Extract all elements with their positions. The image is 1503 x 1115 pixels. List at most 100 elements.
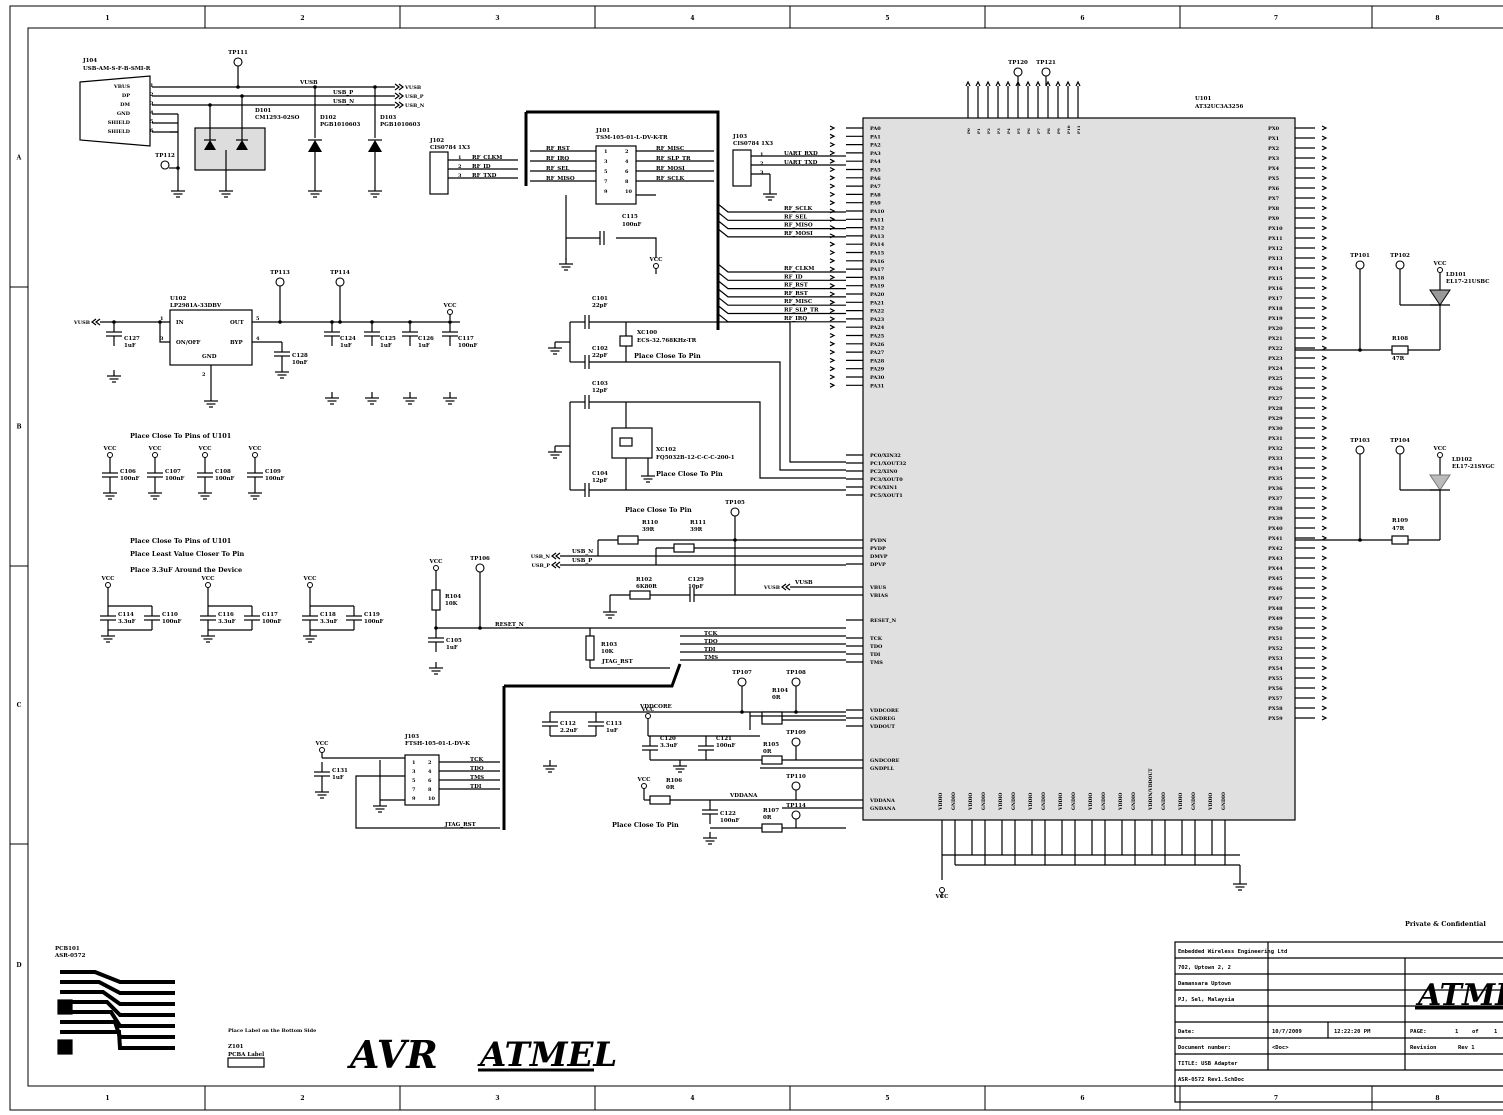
net-label: TMS <box>470 775 484 781</box>
mcu-pin-name: RESET_N <box>870 618 897 624</box>
testpoint-label: TP107 <box>732 670 752 676</box>
bus <box>504 663 682 688</box>
offpage-flag <box>1321 375 1328 381</box>
mcu-pin-name: GNDIO <box>1191 792 1197 810</box>
mcu-pin-name: PX26 <box>1268 386 1283 392</box>
cap-ref: C103 <box>592 381 608 387</box>
mcu-pin-name: PA20 <box>870 292 885 298</box>
wire <box>717 296 846 306</box>
offpage-flag <box>1321 135 1328 141</box>
mcu-pin-name: PX20 <box>1268 326 1283 332</box>
mcu-pin-name: PA3 <box>870 151 881 157</box>
mcu-pin-name: PA21 <box>870 300 884 306</box>
res-ref: R107 <box>763 808 779 814</box>
test-point <box>791 737 801 747</box>
offpage-flag <box>1321 445 1328 451</box>
pin-name: GND <box>202 354 217 360</box>
res-ref: R104 <box>772 688 788 694</box>
j101-body <box>595 145 637 205</box>
offpage-flag <box>1005 80 1011 87</box>
pin-number: 7 <box>412 787 416 793</box>
pin-number: 3 <box>160 336 164 342</box>
cap-ref: C124 <box>340 336 356 342</box>
cap-ref: C113 <box>606 721 622 727</box>
cap-ref: C108 <box>215 469 231 475</box>
pin-number: 1 <box>458 155 461 161</box>
pin-number: 2 <box>202 372 206 378</box>
vcc-label: VCC <box>648 257 663 263</box>
junction-dot <box>794 710 798 714</box>
offpage-label: VUSB <box>73 320 90 326</box>
vcc-label: VCC <box>314 741 329 747</box>
note: Place Close To Pin <box>634 352 701 360</box>
offpage-flag <box>1321 285 1328 291</box>
offpage-flag <box>1321 635 1328 641</box>
vcc-symbol <box>1437 452 1443 458</box>
res-value: 6K80R <box>636 584 657 590</box>
label-box <box>227 1057 265 1068</box>
res-ref: R102 <box>636 577 652 583</box>
offpage-flag <box>829 316 836 322</box>
offpage-flag <box>398 83 404 91</box>
offpage-flag <box>829 125 836 131</box>
cap-value: 12pF <box>592 388 607 394</box>
part-ref: J103 <box>732 134 747 140</box>
net-label: RF_MISO <box>546 176 575 182</box>
mcu-pin-name: DPVP <box>870 562 886 568</box>
mcu-pin-name: PA24 <box>870 325 885 331</box>
note: Place Close To Pin <box>625 506 692 514</box>
pin-number: 9 <box>604 189 608 195</box>
mcu-pin-name: PX14 <box>1268 266 1283 272</box>
mcu-pin-name: PX19 <box>1268 316 1283 322</box>
pin-number: 1 <box>604 149 607 155</box>
part-ref: PCB101 <box>55 946 80 952</box>
testpoint-label: TP108 <box>786 670 806 676</box>
page-number: 1 <box>1455 1029 1459 1035</box>
part-name: FQ5032B-12-C-C-C-200-1 <box>656 455 735 461</box>
net-label: TCK <box>704 631 717 637</box>
vcc-symbol <box>105 582 111 588</box>
mcu-pin-name: PC3/XOUT0 <box>870 477 903 483</box>
offpage-flag <box>394 92 400 100</box>
res-value: 0R <box>772 695 781 701</box>
offpage-label: USB_N <box>531 554 551 560</box>
pin-number: 4 <box>625 159 629 165</box>
pin-number: 10 <box>625 189 632 195</box>
offpage-flag <box>1321 425 1328 431</box>
cap-ref: C131 <box>332 768 348 774</box>
wire <box>717 228 846 238</box>
res-value: 0R <box>763 815 772 821</box>
cap-ref: C117 <box>458 336 474 342</box>
testpoint-label: TP110 <box>786 774 806 780</box>
part-ref: U102 <box>170 296 186 302</box>
pin-number: 3 <box>760 170 764 176</box>
net-label: RF_MISC <box>784 299 813 305</box>
offpage-flag <box>1321 175 1328 181</box>
mcu-pin-name: PX42 <box>1268 546 1283 552</box>
offpage-flag <box>1321 245 1328 251</box>
mcu-pin-name: GNDIO <box>1131 792 1137 810</box>
pin-number: 2 <box>428 760 432 766</box>
offpage-flag <box>1321 435 1328 441</box>
mcu-pin-name: PX46 <box>1268 586 1283 592</box>
wire <box>355 775 500 829</box>
mcu-pin-name: PX29 <box>1268 416 1283 422</box>
frame-col-label: 8 <box>1435 15 1439 22</box>
pin-number: 6 <box>625 169 629 175</box>
offpage-flag <box>1321 145 1328 151</box>
part-name: FTSH-105-01-L-DV-K <box>405 741 470 747</box>
net-label: RF_IRQ <box>546 156 569 162</box>
mcu-pin-name: PA7 <box>870 184 881 190</box>
test-point <box>160 160 170 170</box>
cap-ref: C125 <box>380 336 396 342</box>
pin-number: 7 <box>604 179 608 185</box>
frame-inner <box>27 27 1503 1087</box>
cap-value: 1uF <box>606 728 618 734</box>
frame-col-label: 8 <box>1435 1095 1439 1102</box>
offpage-flag <box>1321 695 1328 701</box>
pin-number: 4 <box>256 336 260 342</box>
mcu-pin-name: PA5 <box>870 168 881 174</box>
mcu-pin-name: VDDIO <box>1058 793 1064 811</box>
vcc-label: VCC <box>640 707 655 713</box>
mcu-pin-name: PX10 <box>1268 226 1283 232</box>
